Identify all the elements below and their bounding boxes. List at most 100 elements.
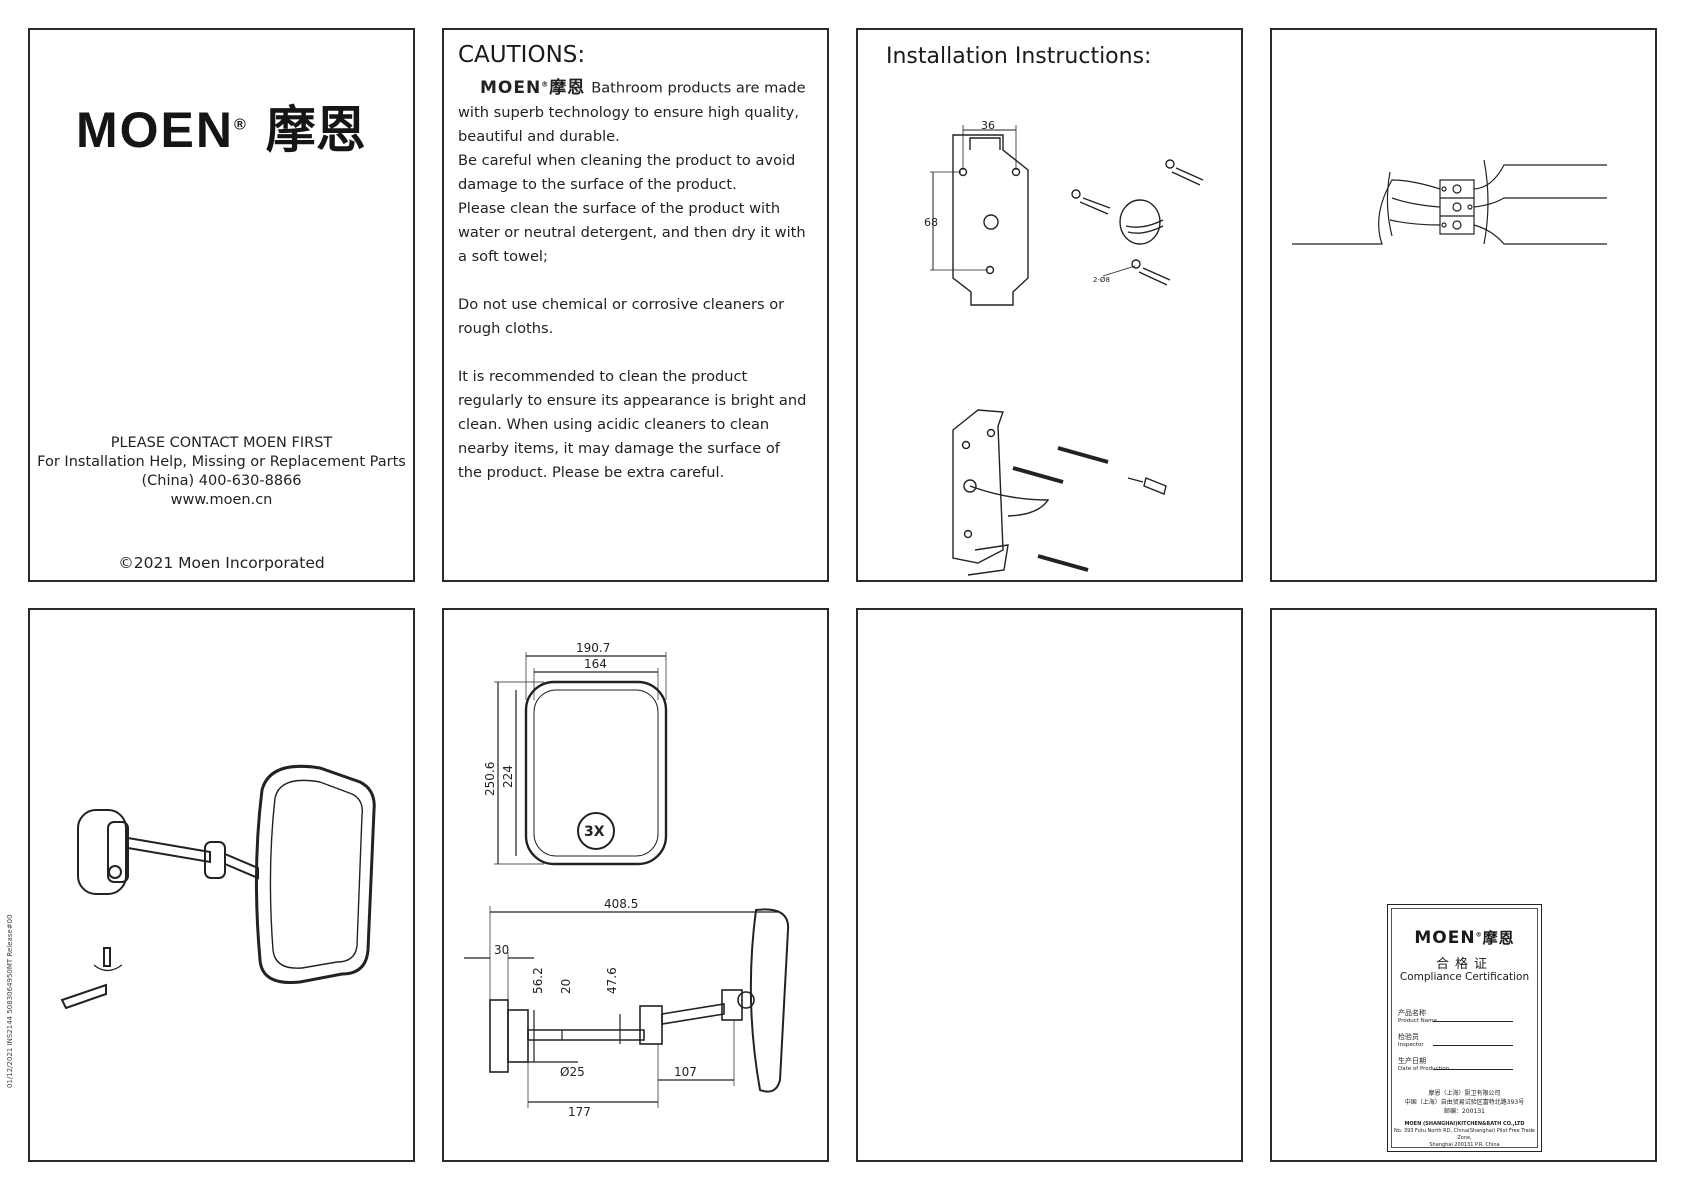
- swing-arm: [127, 837, 211, 864]
- field-date-line[interactable]: [1433, 1069, 1513, 1070]
- contact-help-line: For Installation Help, Missing or Replac…: [37, 454, 406, 470]
- rotation-arrow: [93, 964, 123, 972]
- cautions-paragraph-2: Be careful when cleaning the product to …: [458, 151, 796, 193]
- mounting-plate-flap: [969, 137, 1001, 150]
- mounting-plate-outline: [952, 134, 1029, 306]
- dimensions-drawing: 190.7 164 250.6 224 3X 408.5 30 56.2 20 …: [464, 641, 790, 1119]
- wall-wire: [1125, 219, 1164, 234]
- wire-right: [1473, 224, 1607, 245]
- long-screw: [1057, 446, 1109, 464]
- step2-wire: [969, 485, 1050, 517]
- side-arm: [527, 1029, 645, 1041]
- side-bracket: [507, 1009, 529, 1063]
- field-date-en: Date of Production: [1398, 1066, 1450, 1072]
- contact-website: www.moen.cn: [170, 492, 273, 508]
- wire-right: [1473, 164, 1607, 190]
- company-city-en: Shanghai 200131 P.R. China: [1429, 1142, 1500, 1148]
- inner-width-label: 164: [584, 657, 607, 671]
- contact-block: PLEASE CONTACT MOEN FIRST For Installati…: [30, 434, 413, 510]
- contact-phone: (China) 400-630-8866: [141, 473, 302, 489]
- product-illustration: [60, 764, 376, 1010]
- set-screw: [103, 947, 111, 967]
- wire-left: [1391, 197, 1441, 208]
- step2-plate-flap: [967, 544, 1009, 576]
- leader-line: [1102, 265, 1136, 277]
- cautions-logo: MOEN®摩恩: [480, 78, 585, 98]
- side-pivot: [721, 989, 743, 1021]
- d1-label: 56.2: [531, 967, 545, 994]
- brand-name-cn: 摩恩: [265, 101, 366, 159]
- product-view-panel: [28, 608, 415, 1162]
- document-code: 01/12/2021 INS2144 5083064950MT Release#…: [6, 914, 14, 1088]
- outer-height-label: 250.6: [483, 762, 497, 796]
- cautions-paragraph-5: It is recommended to clean the product r…: [458, 367, 807, 481]
- terminal-screw: [1452, 220, 1462, 230]
- company-info-en: MOEN (SHANGHAI)KITCHEN&BATH CO.,LTD No. …: [1394, 1121, 1535, 1149]
- arm-length-label: 177: [568, 1105, 591, 1119]
- certificate-title-cn: 合格证: [1435, 957, 1493, 972]
- wall-hole: [1119, 199, 1161, 245]
- field-inspector-line[interactable]: [1433, 1045, 1513, 1046]
- wire-left: [1389, 219, 1441, 226]
- wall-bracket: [77, 809, 127, 895]
- set-screw-tool: [1127, 477, 1167, 495]
- wire-left: [1292, 179, 1441, 245]
- certificate-logo-reg: ®: [1475, 931, 1483, 939]
- magnification-badge: [577, 812, 615, 850]
- field-date-cn: 生产日期: [1398, 1057, 1426, 1065]
- cautions-logo-text: MOEN: [480, 77, 542, 98]
- cautions-title: CAUTIONS:: [458, 42, 586, 68]
- hex-key: [60, 983, 107, 1010]
- screw-head: [1071, 189, 1081, 199]
- inner-height-label: 224: [501, 765, 515, 788]
- brand-logo: MOEN® 摩恩: [76, 90, 366, 162]
- company-info-cn: 摩恩（上海）厨卫有限公司 中国（上海）自由贸易试验区富特北路393号 邮编：20…: [1394, 1089, 1535, 1116]
- step2-hole: [961, 440, 971, 450]
- certificate-logo: MOEN®摩恩: [1388, 927, 1541, 948]
- brand-reg-mark: ®: [234, 116, 246, 134]
- wire-jacket-right: [1483, 159, 1489, 245]
- dimensions-panel: 190.7 164 250.6 224 3X 408.5 30 56.2 20 …: [442, 608, 829, 1162]
- magnification-label: 3X: [584, 824, 605, 840]
- terminal-screw: [1467, 204, 1473, 210]
- outer-width-label: 190.7: [576, 641, 610, 655]
- mirror-frame: [254, 764, 376, 985]
- plate-hole: [983, 214, 999, 230]
- side-arm-joint: [639, 1005, 663, 1045]
- field-product-name-cn: 产品名称: [1398, 1009, 1426, 1017]
- side-pivot-knob: [737, 991, 755, 1009]
- terminal-screw: [1452, 184, 1462, 194]
- certificate-logo-cn: 摩恩: [1482, 929, 1515, 947]
- wall-anchor: [1171, 167, 1204, 186]
- step2-hole: [963, 479, 977, 493]
- dim-height-label: 68: [924, 216, 938, 229]
- pivot-length-label: 107: [674, 1065, 697, 1079]
- installation-panel: Installation Instructions:: [856, 28, 1243, 582]
- certificate-title-en: Compliance Certification: [1399, 971, 1530, 983]
- diameter-label: Ø25: [560, 1065, 585, 1079]
- cautions-logo-cn: 摩恩: [549, 77, 586, 98]
- cautions-logo-reg: ®: [541, 80, 550, 88]
- field-product-name-line[interactable]: [1433, 1021, 1513, 1022]
- wall-anchor: [1079, 197, 1111, 215]
- terminal-screw: [1441, 186, 1447, 192]
- terminal-screw: [1452, 202, 1462, 212]
- company-address-en: No. 393 Futu North RD, China(Shanghai) P…: [1394, 1128, 1535, 1141]
- terminal-screw: [1441, 222, 1447, 228]
- step2-hole: [963, 529, 973, 539]
- wiring-diagram: [1292, 159, 1607, 245]
- contact-heading: PLEASE CONTACT MOEN FIRST: [110, 435, 333, 451]
- field-inspector-en: Inspector: [1398, 1042, 1424, 1048]
- long-screw: [1012, 466, 1064, 484]
- side-arm-upper: [661, 1003, 725, 1025]
- cover-panel: MOEN® 摩恩 PLEASE CONTACT MOEN FIRST For I…: [28, 28, 415, 582]
- d2-label: 20: [559, 979, 573, 994]
- total-reach-label: 408.5: [604, 897, 638, 911]
- field-product-name-en: Product Name: [1398, 1018, 1437, 1024]
- mirror-front-inner: [533, 689, 659, 857]
- step2-plate-outline: [952, 409, 1004, 564]
